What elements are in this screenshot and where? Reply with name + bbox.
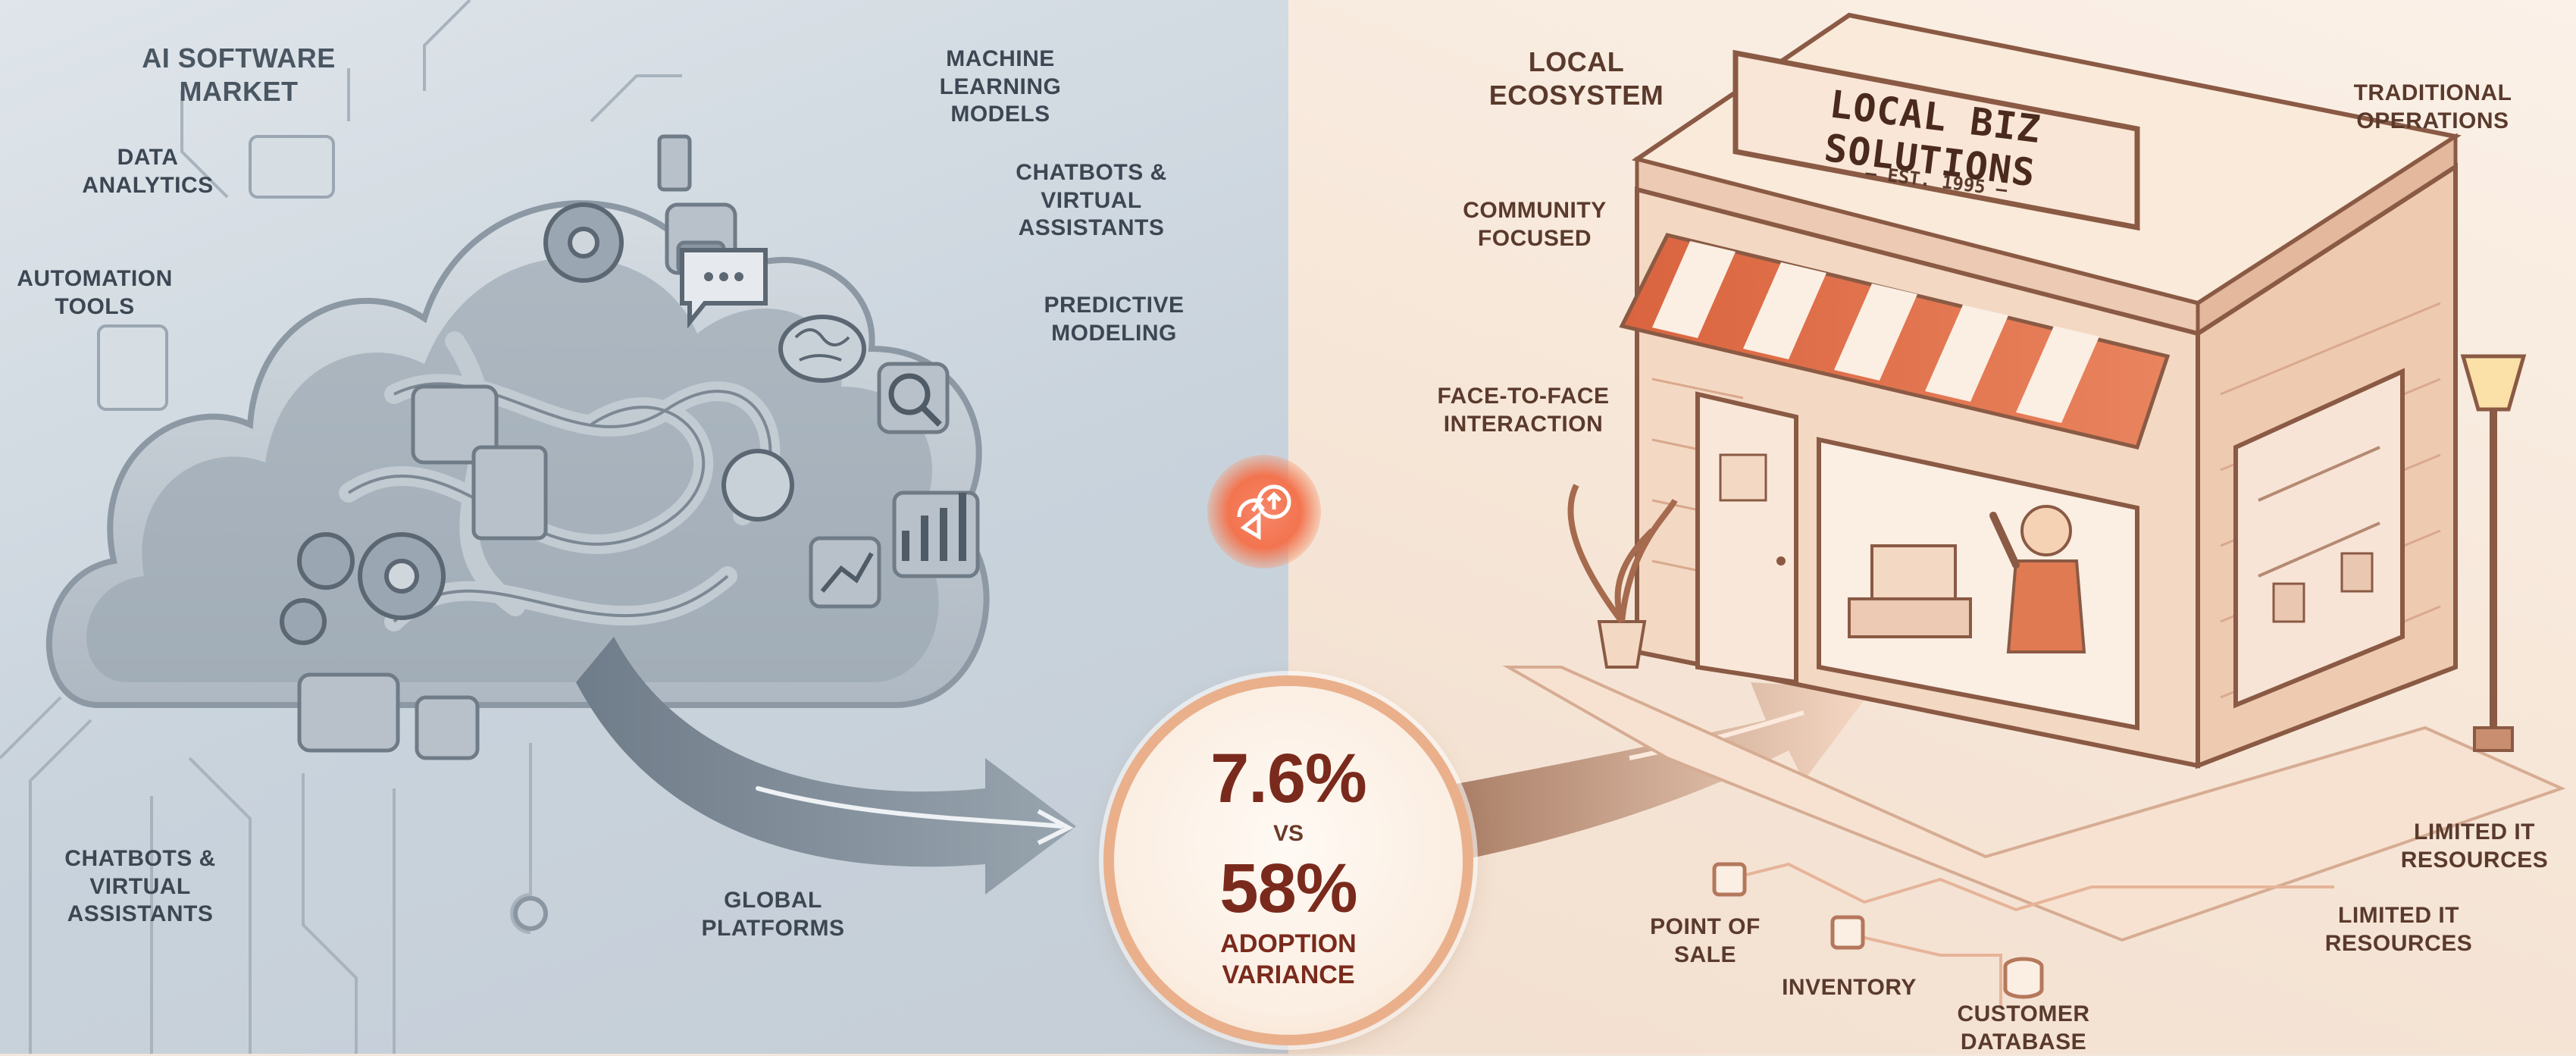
stat-vs: VS [1272,821,1304,846]
pos-icon [1712,862,1747,897]
label-point-of-sale: POINT OF SALE [1650,914,1761,967]
network-icon [721,449,794,522]
shop-building [1502,12,2566,942]
label-global-platforms: GLOBAL PLATFORMS [701,888,845,941]
label-traditional-operations: TRADITIONAL OPERATIONS [2353,80,2512,133]
chat-tile-2 [297,672,400,753]
shop-sign [1732,49,2140,231]
label-data-analytics: DATA ANALYTICS [82,145,214,198]
flow-arrow-right [1432,682,1872,864]
exchange-badge [1207,455,1321,569]
label-automation-tools: AUTOMATION TOOLS [17,266,173,319]
label-limited-it-2: LIMITED IT RESOURCES [2324,903,2473,956]
float-card-1 [249,135,335,199]
adoption-stat-circle: 7.6% VS 58% ADOPTION VARIANCE [1114,686,1463,1035]
label-limited-it-1: LIMITED IT RESOURCES [2400,819,2549,873]
chat-bubble-icon [680,248,768,329]
potted-plant [1597,620,1647,669]
label-community-focused: COMMUNITY FOCUSED [1463,198,1607,251]
label-inventory: INVENTORY [1782,975,1917,1000]
shop-door [1695,391,1798,685]
label-chatbots-bottom: CHATBOTS & VIRTUAL ASSISTANTS [64,846,216,927]
bar-tile [892,490,980,578]
stat-value-a: 7.6% [1210,740,1367,817]
search-icon-handle [920,405,942,427]
label-face-to-face: FACE-TO-FACE INTERACTION [1437,384,1610,437]
flow-arrow-left [576,637,1076,895]
search-icon [888,373,931,415]
stat-caption: ADOPTION VARIANCE [1220,929,1357,989]
label-chatbots-top: CHATBOTS & VIRTUAL ASSISTANTS [1016,160,1167,241]
label-customer-database: CUSTOMER DATABASE [1957,1001,2090,1054]
circuit-lines [0,0,682,1054]
brain-icon [778,315,866,383]
cash-register [1870,544,1957,608]
bar-chart-icon [902,493,966,561]
connector-lines [1727,862,2334,1008]
stat-value-b: 58% [1219,850,1357,927]
chat-tile [411,384,499,465]
label-machine-learning: MACHINE LEARNING MODELS [939,46,1062,127]
float-card-2 [97,324,168,411]
right-title: LOCAL ECOSYSTEM [1488,46,1664,111]
ai-cloud [45,134,990,760]
shopkeeper [2020,505,2072,556]
gear-icons [280,202,624,645]
doc-tile [471,445,548,541]
node-dot [513,896,548,931]
label-predictive-modeling: PREDICTIVE MODELING [1044,293,1185,346]
exchange-icon [1237,484,1291,541]
trend-icon [820,552,874,593]
left-title: AI SOFTWARE MARKET [142,42,336,107]
inventory-icon [1830,915,1865,950]
